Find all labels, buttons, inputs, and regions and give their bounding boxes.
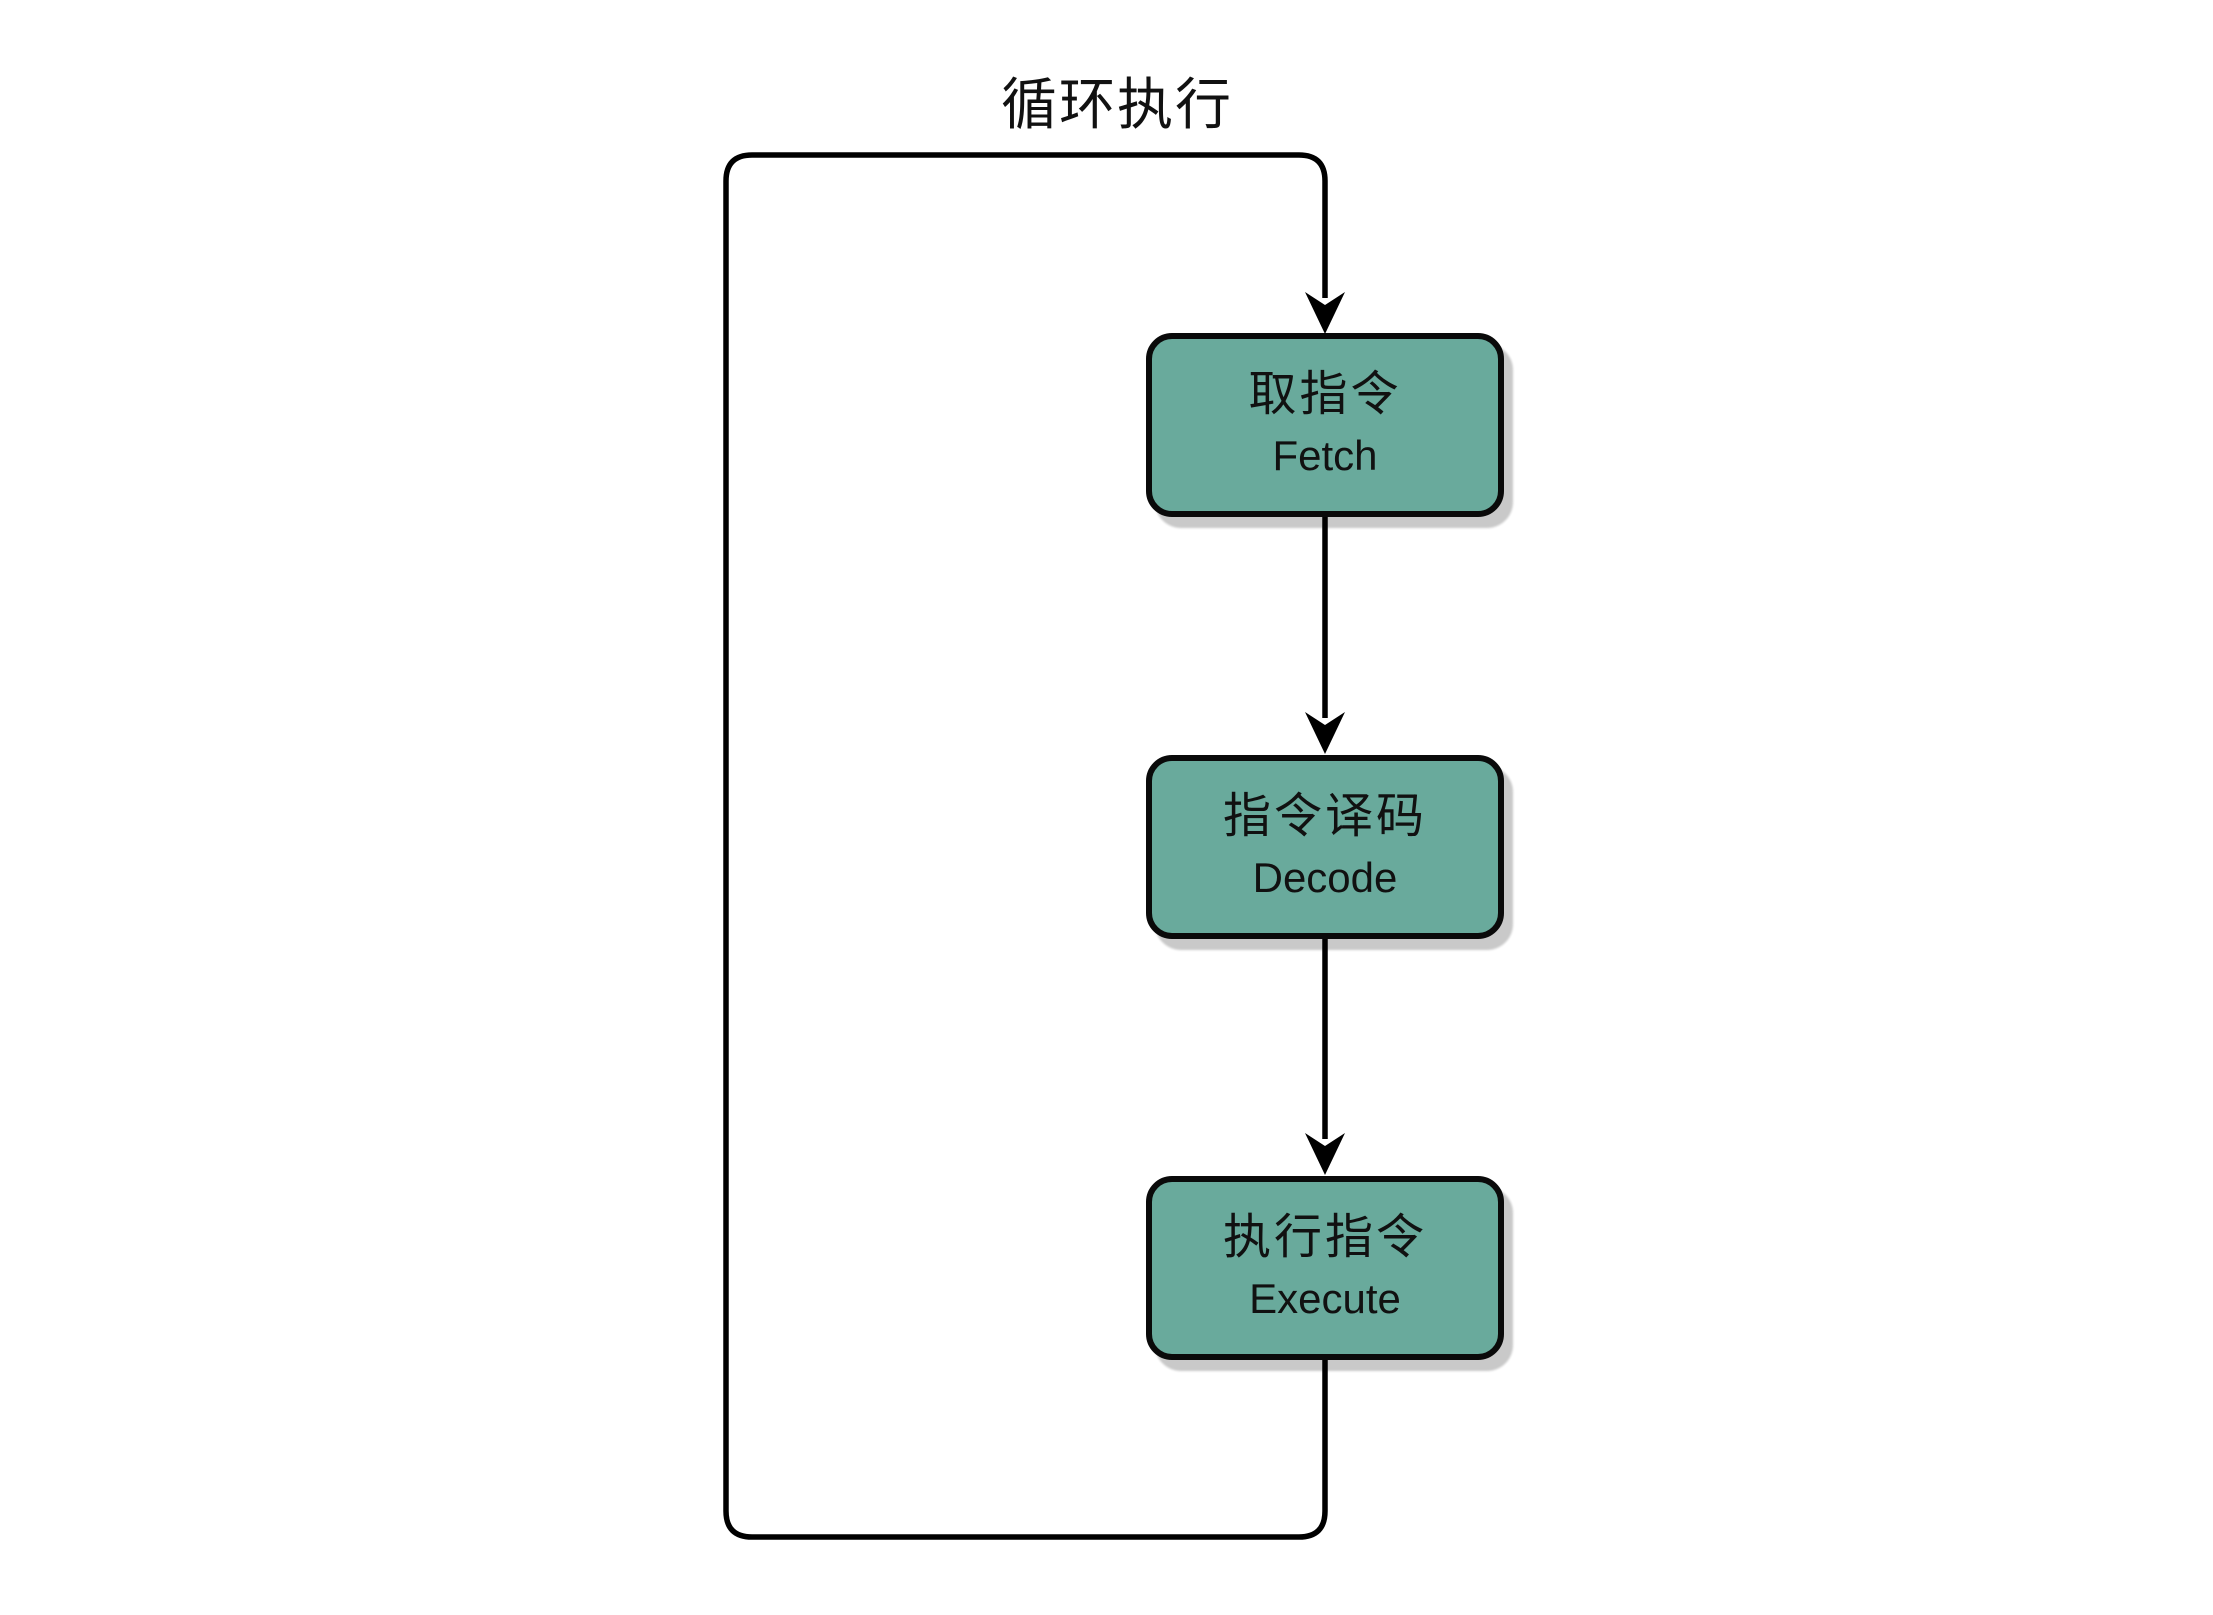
node-execute-label-zh: 执行指令 [1222,1211,1427,1264]
node-decode-label-en: Decode [1252,854,1398,901]
node-fetch: 取指令 Fetch [1146,333,1504,517]
loop-arrowhead-into-fetch [1305,292,1345,334]
node-execute: 执行指令 Execute [1146,1176,1504,1360]
arrowhead-into-decode [1305,712,1345,754]
node-decode: 指令译码 Decode [1146,755,1504,939]
node-execute-label-en: Execute [1249,1275,1401,1322]
node-fetch-label-en: Fetch [1272,432,1378,479]
arrowhead-into-execute [1305,1133,1345,1175]
diagram-title: 循环执行 [1001,73,1233,136]
node-decode-label-zh: 指令译码 [1222,790,1427,843]
node-fetch-label-zh: 取指令 [1248,368,1402,421]
